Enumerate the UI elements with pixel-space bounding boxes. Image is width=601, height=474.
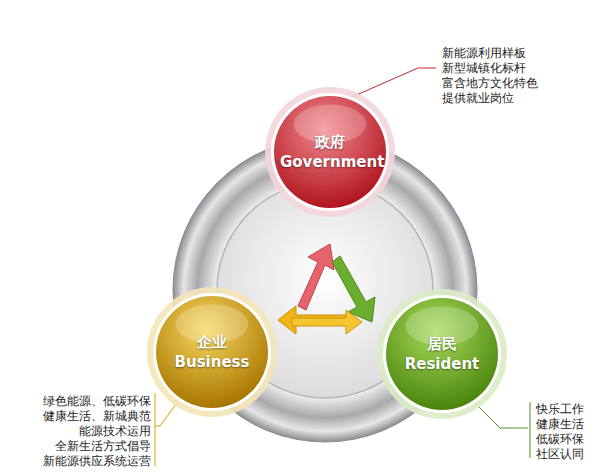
actor-name: 居民 Resident — [392, 334, 492, 374]
actor-name: 政府 Government — [280, 132, 380, 172]
callout-text: 绿色能源、低碳环保 — [43, 394, 151, 409]
recycle-arrows — [278, 244, 375, 334]
circle-shape — [264, 86, 396, 218]
callout-text: 富含地方文化特色 — [442, 76, 538, 91]
callout-text: 新型城镇化标杆 — [442, 61, 526, 76]
callout-text: 社区认同 — [536, 447, 584, 462]
circle-shape — [146, 286, 278, 418]
callout-text: 健康生活 — [536, 417, 584, 432]
actor-circle: 政府 Government — [264, 86, 396, 218]
circle-shape — [376, 288, 508, 420]
callout-text: 新能源利用样板 — [442, 46, 526, 61]
callout-text: 低碳环保 — [536, 432, 584, 447]
callout-text: 健康生活、新城典范 — [43, 409, 151, 424]
callout-text: 全新生活方式倡导 — [55, 439, 151, 454]
actor-circle: 居民 Resident — [376, 288, 508, 420]
actor-circle: 企业 Business — [146, 286, 278, 418]
actor-name: 企业 Business — [162, 332, 262, 372]
callout-text: 能源技术运用 — [79, 424, 151, 439]
callout-text: 提供就业岗位 — [442, 91, 514, 106]
callout-text: 新能源供应系统运营 — [43, 454, 151, 469]
callout-text: 快乐工作 — [536, 402, 584, 417]
